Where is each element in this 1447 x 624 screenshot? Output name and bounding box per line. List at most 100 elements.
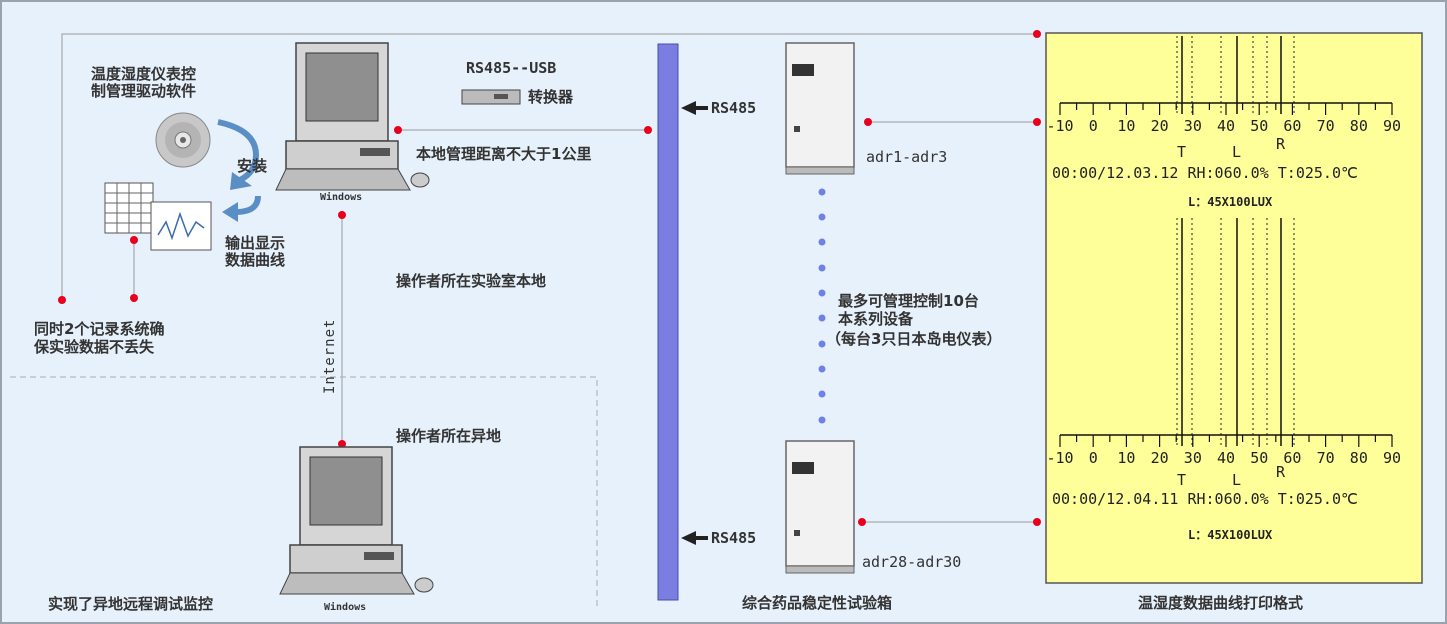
trace-mark-r: R	[1276, 463, 1286, 481]
chamber-top-label: adr1-adr3	[866, 148, 948, 166]
red-dot	[864, 118, 872, 126]
blue-dot	[818, 188, 826, 196]
remote-zone-border	[10, 376, 598, 610]
red-dot	[1033, 518, 1041, 526]
trace-mark-t: T	[1177, 143, 1187, 161]
ruler-tick-label: 50	[1250, 117, 1269, 135]
output-arrow-icon	[235, 195, 261, 215]
rs485-arrow-top	[681, 101, 708, 115]
red-dot	[338, 440, 346, 448]
local-distance-label: 本地管理距离不大于1公里	[416, 145, 592, 163]
local-operator-label: 操作者所在实验室本地	[396, 272, 547, 290]
ruler-tick-label: -10	[1046, 449, 1074, 467]
remote-monitor-label: 实现了异地远程调试监控	[48, 595, 214, 613]
trace-mark-r: R	[1276, 135, 1286, 153]
ruler-tick-label: 0	[1088, 117, 1098, 135]
chamber-bottom-label: adr28-adr30	[862, 553, 962, 571]
install-label: 安装	[237, 157, 268, 175]
blue-dot	[818, 238, 826, 246]
windows-bottom-label: Windows	[324, 602, 367, 613]
computer-bottom-icon	[279, 446, 434, 595]
red-dot	[1033, 30, 1041, 38]
chamber-caption: 综合药品稳定性试验箱	[742, 594, 893, 612]
ruler-tick-label: 40	[1217, 117, 1236, 135]
blue-dot	[818, 289, 826, 297]
ruler-tick-label: 10	[1117, 117, 1136, 135]
printout-bottom-status: 00:00/12.04.11 RH:060.0% T:025.0℃	[1052, 490, 1358, 508]
top-loop-line	[61, 33, 1037, 300]
blue-dot	[818, 390, 826, 398]
chamber-bottom-icon	[785, 440, 855, 574]
ruler-tick-label: 70	[1316, 449, 1335, 467]
converter-label: 转换器	[528, 88, 574, 106]
ruler-tick-label: 50	[1250, 449, 1269, 467]
computer-top-icon	[275, 42, 430, 191]
printout-top-light: L：45X100LUX	[1188, 195, 1273, 209]
ruler-tick-label: 40	[1217, 449, 1236, 467]
max-devices-line2: 本系列设备	[838, 310, 914, 328]
install-arrow-head	[230, 172, 252, 190]
ruler-tick-label: 90	[1383, 117, 1402, 135]
connection-dots	[58, 30, 1041, 526]
chamber-top-icon	[785, 42, 855, 175]
ruler-tick-label: 30	[1183, 449, 1202, 467]
printout-bottom-light: L：45X100LUX	[1188, 528, 1273, 542]
cd-disc-icon	[155, 112, 211, 168]
rs485-arrow-bottom	[681, 531, 708, 545]
red-dot	[644, 126, 652, 134]
rs485-top-label: RS485	[711, 99, 757, 117]
ruler-tick-label: 10	[1117, 449, 1136, 467]
ruler-tick-label: 80	[1349, 117, 1368, 135]
software-title-line2: 制管理驱动软件	[91, 82, 197, 100]
red-dot	[858, 518, 866, 526]
ruler-tick-label: 20	[1150, 449, 1169, 467]
printout-top-status: 00:00/12.03.12 RH:060.0% T:025.0℃	[1052, 164, 1358, 182]
blue-dot	[818, 213, 826, 221]
windows-top-label: Windows	[320, 192, 363, 203]
connection-lines	[61, 33, 1037, 523]
ruler-tick-label: 60	[1283, 449, 1302, 467]
ruler-tick-label: 0	[1088, 449, 1098, 467]
output-arrow-head	[222, 202, 238, 222]
ruler-tick-label: 30	[1183, 117, 1202, 135]
software-title-line1: 温度湿度仪表控	[91, 65, 197, 83]
ruler-tick-label: 60	[1283, 117, 1302, 135]
printout-panel	[1045, 32, 1423, 584]
chart-doc-icon	[150, 201, 212, 251]
ruler-tick-label: 80	[1349, 449, 1368, 467]
blue-dot	[818, 264, 826, 272]
output-label-line1: 输出显示	[225, 234, 286, 252]
red-dot	[130, 236, 138, 244]
ruler-tick-label: 90	[1383, 449, 1402, 467]
blue-dot	[818, 365, 826, 373]
device-chain-dots	[818, 188, 826, 424]
rs485-bottom-label: RS485	[711, 529, 757, 547]
dual-record-line2: 保实验数据不丢失	[34, 338, 155, 356]
spreadsheet-doc-icon	[104, 182, 154, 234]
remote-operator-label: 操作者所在异地	[396, 427, 502, 445]
converter-title: RS485--USB	[466, 59, 557, 77]
trace-mark-t: T	[1177, 471, 1187, 489]
internet-label: Internet	[322, 318, 338, 394]
rs485-bus-bar	[657, 43, 679, 601]
ruler-tick-label: 70	[1316, 117, 1335, 135]
printout-bottom-chart	[1059, 218, 1393, 447]
printout-top-chart	[1059, 36, 1393, 115]
dual-record-line1: 同时2个记录系统确	[34, 320, 165, 338]
red-dot	[1033, 118, 1041, 126]
red-dot	[394, 126, 402, 134]
blue-dot	[818, 340, 826, 348]
ruler-tick-label: 20	[1150, 117, 1169, 135]
blue-dot	[818, 416, 826, 424]
ruler-tick-label: -10	[1046, 117, 1074, 135]
red-dot	[130, 294, 138, 302]
usb-converter-icon	[461, 89, 521, 105]
install-arrow-icon	[217, 119, 260, 183]
trace-mark-l: L	[1232, 471, 1242, 489]
trace-mark-l: L	[1232, 143, 1242, 161]
red-dot	[58, 296, 66, 304]
max-devices-line3: （每台3只日本岛电仪表）	[826, 330, 1002, 348]
print-caption: 温湿度数据曲线打印格式	[1138, 594, 1304, 612]
